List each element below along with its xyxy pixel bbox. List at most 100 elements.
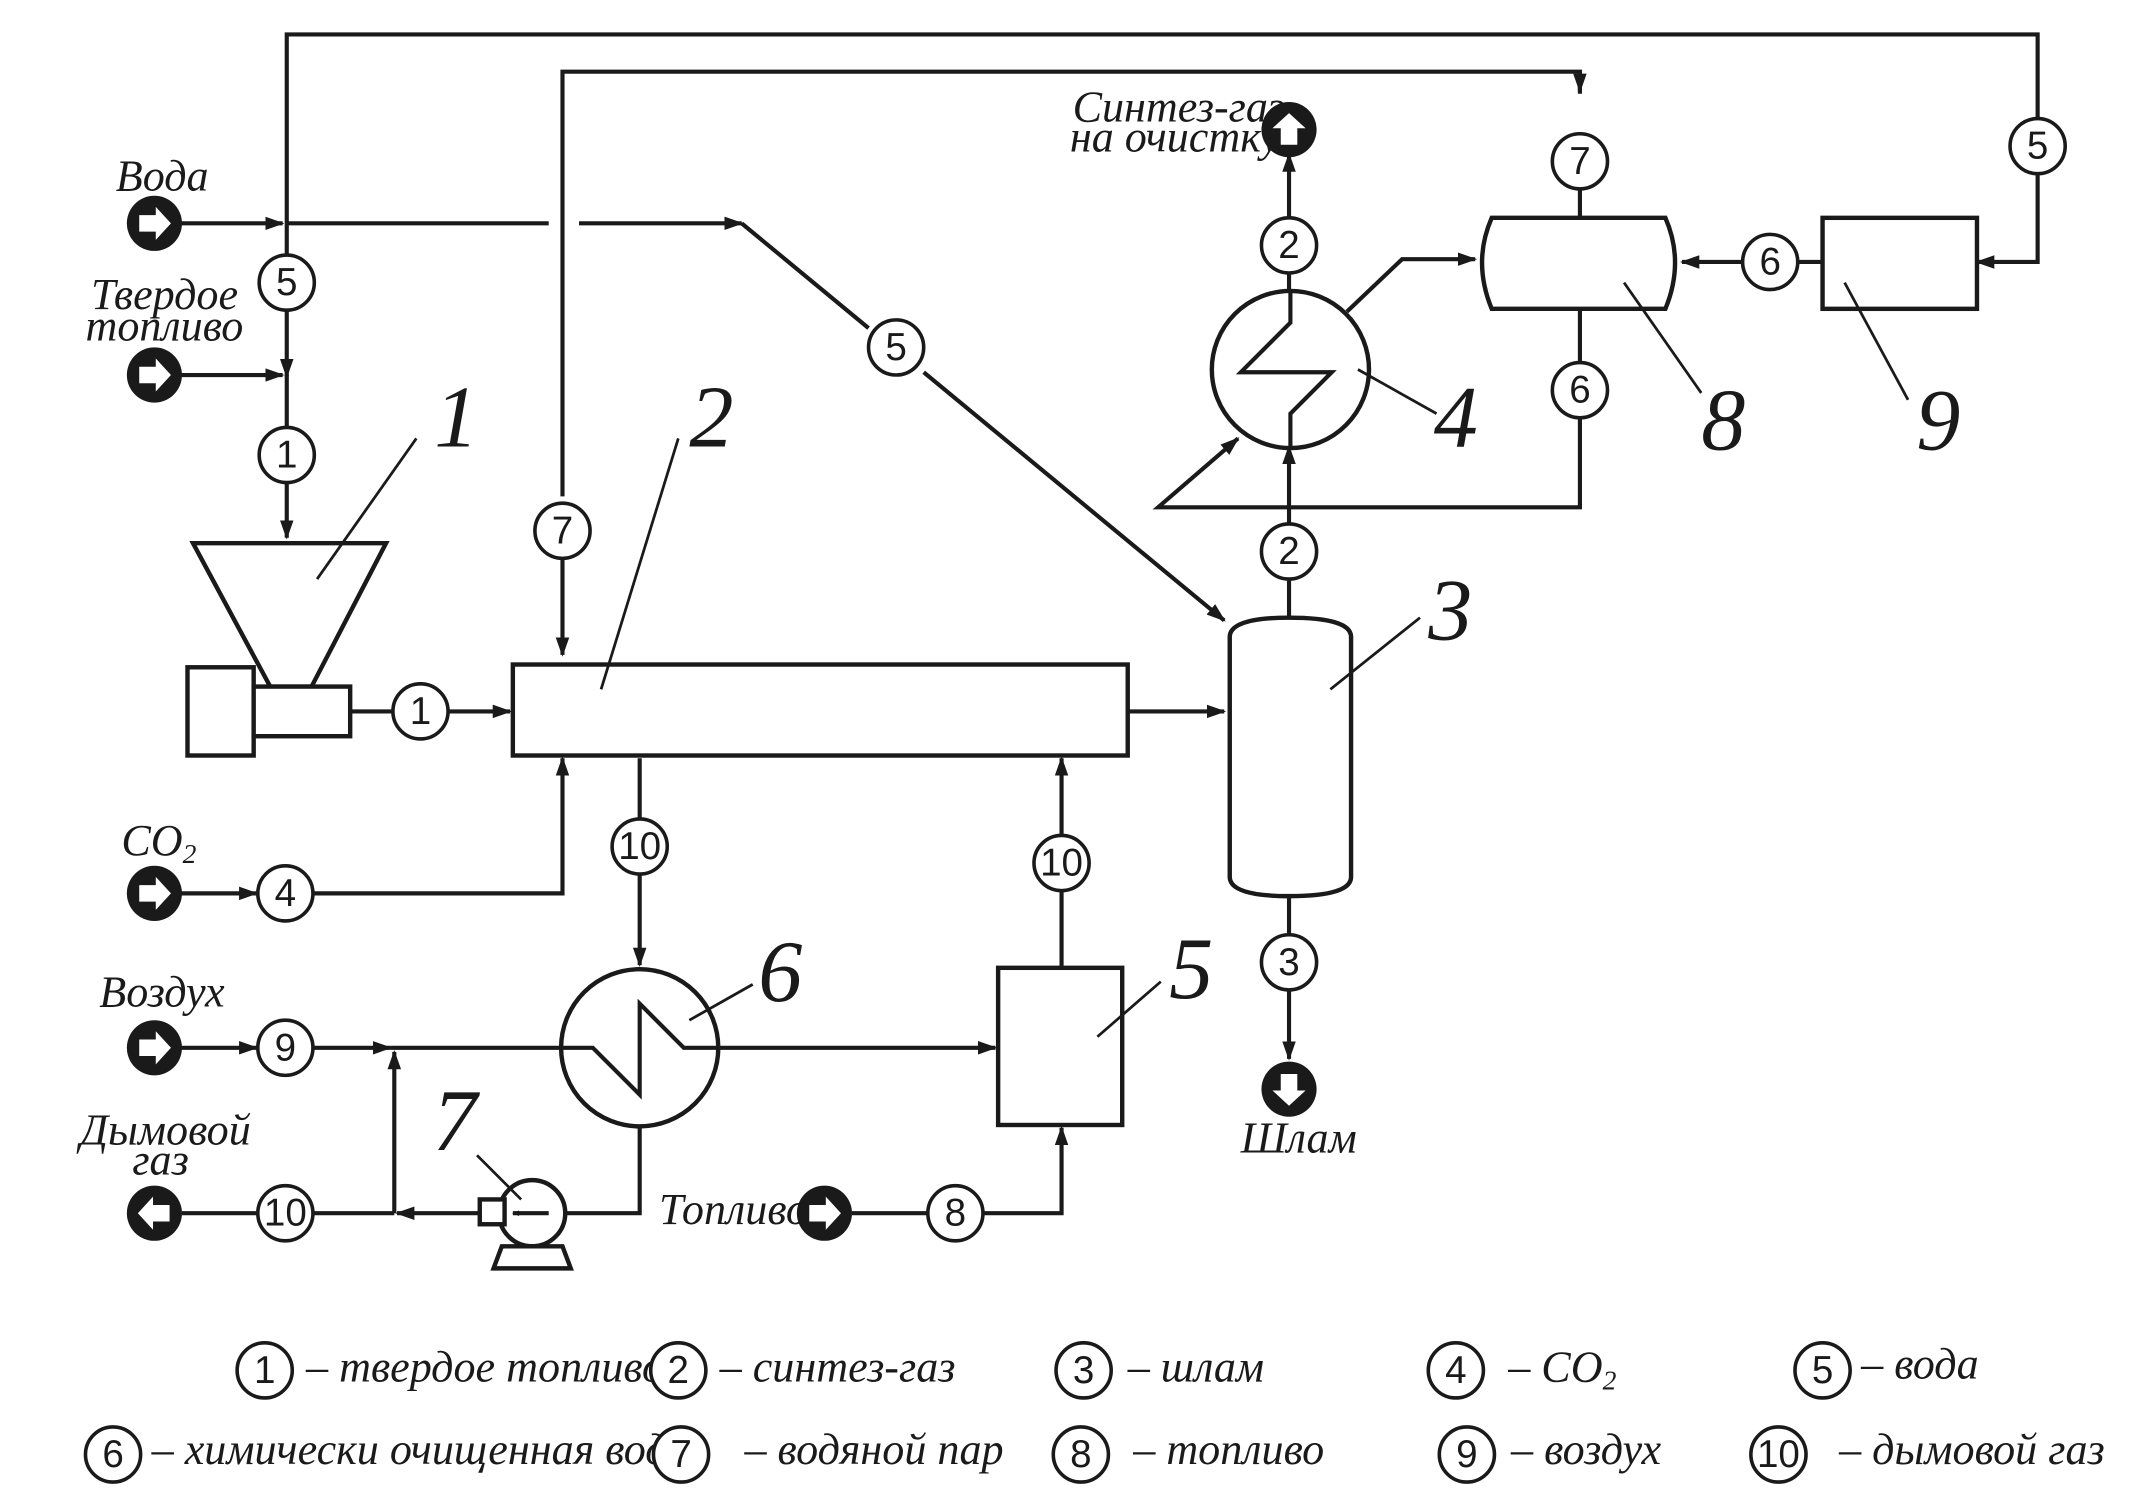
stream-marker: 7 — [533, 501, 592, 561]
furnace-5 — [995, 965, 1125, 1128]
svg-text:– воздух: – воздух — [1510, 1425, 1661, 1474]
arrow-right-in-black-circle-icon — [796, 1185, 852, 1241]
pipelines — [179, 32, 2040, 1220]
stream-marker: 2 — [1259, 522, 1319, 581]
svg-text:7: 7 — [552, 509, 573, 552]
unit-label-6: 6 — [758, 923, 802, 1021]
svg-text:– дымовой газ: – дымовой газ — [1838, 1425, 2105, 1474]
stream-marker: 3 — [1259, 932, 1319, 992]
label-air: Воздух — [99, 967, 225, 1016]
svg-text:10: 10 — [264, 1192, 307, 1235]
arrow-up-in-black-circle-icon — [1261, 102, 1317, 158]
legend-item: 9 – воздух — [1437, 1425, 1661, 1484]
svg-text:5: 5 — [2027, 125, 2048, 168]
stream-marker: 10 — [256, 1183, 315, 1243]
svg-text:– синтез-газ: – синтез-газ — [719, 1342, 956, 1391]
svg-text:1: 1 — [276, 433, 297, 476]
stream-marker: 6 — [1550, 360, 1610, 420]
stream-marker: 8 — [926, 1183, 985, 1243]
label-co2: CO2 — [121, 816, 196, 869]
label-syngas-1: Синтез-газ — [1073, 82, 1286, 131]
svg-text:– CO2: – CO2 — [1507, 1342, 1616, 1395]
stream-marker: 7 — [1550, 131, 1610, 191]
legend-item: 5 – вода — [1793, 1340, 1979, 1400]
heat-exchanger-6 — [558, 966, 721, 1129]
arrow-right-in-black-circle-icon — [126, 1020, 182, 1076]
svg-text:2: 2 — [1278, 224, 1299, 267]
svg-text:3: 3 — [1278, 941, 1299, 984]
stream-marker: 6 — [1740, 232, 1800, 292]
label-syngas-2: на очистку — [1070, 113, 1281, 162]
arrow-right-in-black-circle-icon — [126, 347, 182, 403]
legend: 1 – твердое топливо 2 – синтез-газ 3 – ш… — [83, 1340, 2105, 1484]
svg-text:2: 2 — [1278, 530, 1299, 573]
unit-label-9: 9 — [1916, 371, 1960, 469]
stream-marker: 10 — [610, 817, 670, 876]
svg-text:9: 9 — [1456, 1433, 1477, 1476]
svg-text:8: 8 — [1070, 1433, 1091, 1476]
svg-text:10: 10 — [1040, 842, 1083, 885]
svg-text:10: 10 — [618, 825, 661, 868]
svg-text:5: 5 — [1812, 1349, 1833, 1392]
stream-marker: 9 — [256, 1018, 315, 1078]
legend-item: 7 – водяной пар — [651, 1425, 1004, 1484]
legend-item: 3 – шлам — [1054, 1341, 1264, 1400]
stream-marker: 10 — [1032, 833, 1091, 893]
reactor-2 — [510, 662, 1130, 758]
svg-text:6: 6 — [1759, 240, 1780, 283]
stream-marker: 5 — [2008, 116, 2067, 176]
svg-text:1: 1 — [254, 1349, 275, 1392]
stream-marker: 1 — [391, 682, 450, 741]
legend-item: 6 – химически очищенная вода — [83, 1425, 690, 1484]
unit-label-2: 2 — [689, 369, 733, 467]
unit-label-5: 5 — [1169, 920, 1213, 1018]
label-solid-fuel-1: Твердое — [91, 270, 238, 319]
arrow-down-in-black-circle-icon — [1261, 1061, 1317, 1117]
unit-label-4: 4 — [1434, 369, 1478, 467]
stream-marker: 2 — [1259, 216, 1319, 275]
unit-label-8: 8 — [1701, 371, 1745, 469]
unit-label-1: 1 — [434, 369, 478, 467]
legend-item: 8 – топливо — [1051, 1425, 1324, 1484]
terminals — [126, 102, 1317, 1241]
legend-item: 2 – синтез-газ — [648, 1341, 956, 1400]
stream-labels: Вода Твердое топливо CO2 Воздух Дымовой … — [76, 82, 1357, 1234]
drum-8 — [1479, 215, 1678, 312]
unit-leaders — [315, 281, 1910, 1201]
svg-text:9: 9 — [275, 1026, 296, 1069]
svg-text:– водяной пар: – водяной пар — [743, 1425, 1003, 1474]
svg-text:8: 8 — [945, 1192, 966, 1235]
svg-text:7: 7 — [670, 1433, 691, 1476]
svg-text:10: 10 — [1757, 1433, 1800, 1476]
separator-3 — [1227, 615, 1354, 899]
label-water: Вода — [116, 151, 209, 200]
svg-text:– химически очищенная вода: – химически очищенная вода — [151, 1425, 690, 1474]
feeder-unit-1 — [185, 540, 390, 758]
label-flue-gas-2: газ — [132, 1136, 188, 1185]
screw-feeder — [251, 684, 353, 739]
heat-exchanger-4 — [1209, 288, 1372, 451]
svg-text:– топливо: – топливо — [1132, 1425, 1324, 1474]
svg-text:– вода: – вода — [1860, 1340, 1979, 1389]
unit-labels: 1 2 3 4 5 6 7 8 9 — [433, 369, 1961, 1170]
stream-marker: 4 — [256, 864, 315, 923]
feeder-motor — [185, 665, 256, 758]
fan-7 — [477, 1177, 574, 1271]
label-solid-fuel-2: топливо — [85, 302, 243, 351]
svg-text:4: 4 — [275, 872, 296, 915]
legend-item: 10 – дымовой газ — [1749, 1425, 2105, 1484]
legend-item: 1 – твердое топливо — [235, 1341, 664, 1400]
stream-markers: 5 1 7 1 5 4 10 10 9 10 8 3 2 2 6 7 6 5 — [256, 116, 2067, 1243]
arrow-left-in-black-circle-icon — [126, 1185, 182, 1241]
svg-text:5: 5 — [276, 261, 297, 304]
water-treatment-9 — [1820, 215, 1980, 312]
unit-label-7: 7 — [433, 1072, 481, 1170]
stream-marker: 1 — [257, 425, 317, 485]
svg-text:6: 6 — [102, 1433, 123, 1476]
svg-text:6: 6 — [1569, 369, 1590, 412]
svg-text:3: 3 — [1073, 1349, 1094, 1392]
svg-text:5: 5 — [885, 326, 906, 369]
unit-label-3: 3 — [1427, 562, 1472, 660]
svg-text:– твердое топливо: – твердое топливо — [305, 1342, 664, 1391]
